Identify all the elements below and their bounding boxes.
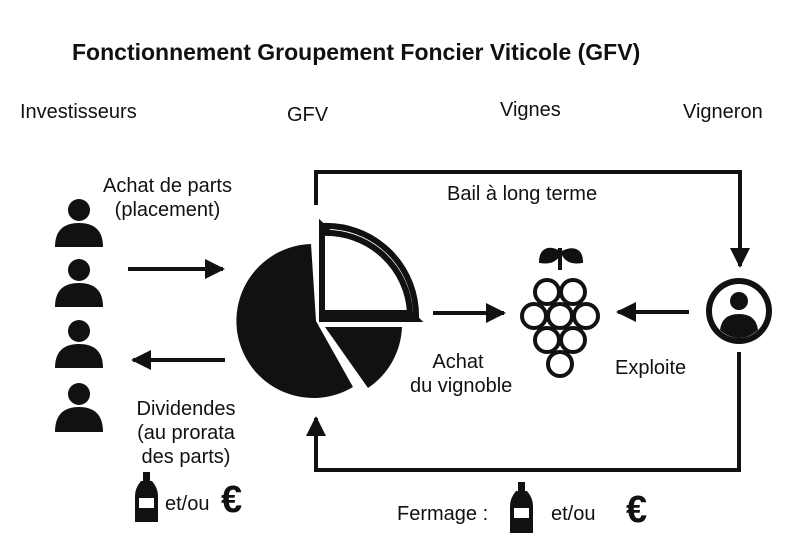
purchase-label: Achat de parts (placement) xyxy=(103,174,232,222)
person-icon xyxy=(55,320,103,368)
wine-bottle-icon xyxy=(135,472,158,522)
dividends-label: Dividendes (au prorata des parts) xyxy=(122,397,250,469)
wine-bottle-icon xyxy=(510,482,533,533)
purchase-label-line2: (placement) xyxy=(114,199,221,221)
vineyard-purchase-label-line2: du vignoble xyxy=(410,375,513,397)
dividends-label-line1: Dividendes xyxy=(136,398,236,420)
dividends-and-or: et/ou xyxy=(165,493,210,515)
user-circle-icon xyxy=(706,278,772,344)
person-icon xyxy=(55,383,103,432)
dividends-label-line2: (au prorata xyxy=(137,422,235,444)
euro-icon: € xyxy=(221,479,243,521)
pie-chart-icon xyxy=(236,218,424,398)
rent-label: Fermage : xyxy=(397,503,489,525)
grapes-icon xyxy=(520,247,600,378)
rent-arrow xyxy=(306,352,741,472)
person-icon xyxy=(55,199,103,247)
vineyard-purchase-label-line1: Achat xyxy=(432,351,484,373)
column-label-vines: Vignes xyxy=(500,99,561,121)
column-label-gfv: GFV xyxy=(287,104,329,126)
investors-icon-group xyxy=(55,199,103,432)
diagram-title: Fonctionnement Groupement Foncier Vitico… xyxy=(72,39,641,65)
column-label-winegrower: Vigneron xyxy=(683,101,763,123)
rent-and-or: et/ou xyxy=(551,503,596,525)
person-icon xyxy=(55,259,103,307)
dividends-label-line3: des parts) xyxy=(141,446,231,468)
euro-icon: € xyxy=(626,489,648,531)
lease-label: Bail à long terme xyxy=(447,183,598,205)
operates-label: Exploite xyxy=(615,357,687,379)
purchase-label-line1: Achat de parts xyxy=(103,175,232,197)
vineyard-purchase-label: Achat du vignoble xyxy=(410,350,513,398)
column-label-investors: Investisseurs xyxy=(20,101,137,123)
lease-arrow xyxy=(314,170,750,268)
